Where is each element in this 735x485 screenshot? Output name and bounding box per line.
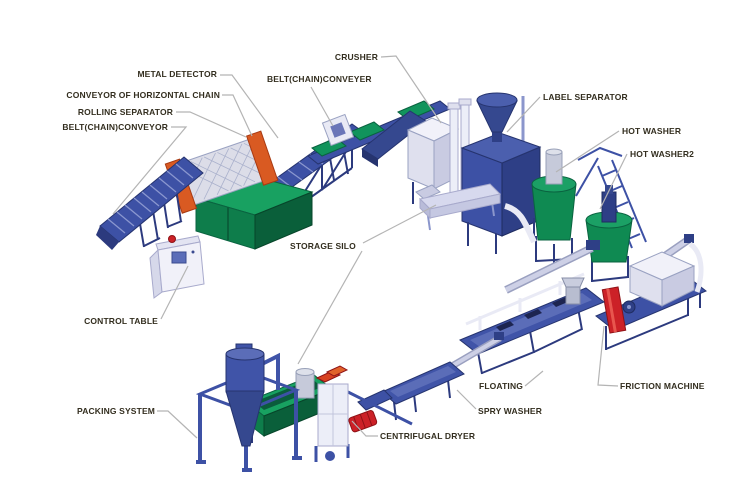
dryer-motor bbox=[348, 410, 378, 433]
hot-washer2-machine bbox=[585, 185, 633, 282]
leader-line-metal-detector bbox=[220, 74, 279, 139]
centrifugal-dryer-machine bbox=[314, 365, 413, 462]
packing-system-machine bbox=[195, 343, 302, 472]
leader-line-friction-machine bbox=[597, 325, 619, 387]
leader-line-storage-silo bbox=[297, 250, 363, 365]
leader-line-label-separator bbox=[506, 96, 541, 133]
storage-silo-chute bbox=[418, 183, 502, 231]
spry-washer-machine bbox=[357, 332, 504, 421]
friction-machine-machine bbox=[595, 241, 707, 350]
friction-rotor bbox=[601, 286, 627, 334]
leader-line-packing-system bbox=[157, 410, 198, 439]
leader-line-belt-chain-conveyor bbox=[112, 126, 188, 215]
rolling-separator-base bbox=[194, 175, 314, 250]
crusher-machine bbox=[406, 117, 460, 211]
belt-chain-conveyor-machine bbox=[96, 156, 204, 250]
hot-washer-machine bbox=[504, 146, 647, 266]
leader-line-centrifugal-dryer bbox=[351, 420, 378, 437]
leader-line-storage-silo bbox=[362, 204, 437, 244]
leader-line-spry-washer bbox=[456, 389, 477, 410]
leader-line-floating bbox=[524, 370, 544, 387]
control-screen bbox=[171, 251, 187, 264]
leader-line-conveyor-of-horizontal-chain bbox=[222, 94, 253, 137]
leader-line-belt-chain-conveyer bbox=[310, 86, 334, 127]
control-table-machine bbox=[149, 235, 205, 299]
leader-line-hot-washer bbox=[555, 130, 620, 173]
emergency-button bbox=[168, 235, 176, 243]
leader-line-control-table bbox=[160, 265, 189, 320]
leader-line-hot-washer2 bbox=[599, 153, 628, 210]
leader-line-crusher bbox=[380, 55, 442, 124]
leader-line-rolling-separator bbox=[176, 111, 247, 138]
